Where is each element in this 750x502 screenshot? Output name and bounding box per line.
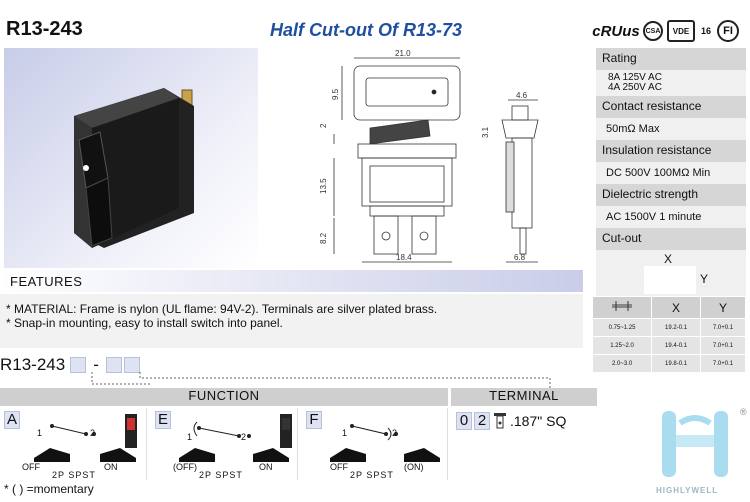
spec-dielectric-value: AC 1500V 1 minute <box>596 206 746 228</box>
pin-number: 1 <box>37 428 43 438</box>
cutout-diagram: X Y <box>596 250 746 304</box>
registered-mark: ® <box>740 407 747 417</box>
table-cell: 7.0+0.1 <box>700 336 746 355</box>
table-header-row: X Y <box>591 296 746 319</box>
switch-schematic-icon <box>179 414 292 462</box>
terminal-code-box-1[interactable] <box>105 357 122 373</box>
highlywell-logo: ® HIGHLYWELL <box>650 405 748 497</box>
panel-thickness-icon <box>591 296 653 319</box>
function-letter: F <box>306 411 322 429</box>
feature-item: * Snap-in mounting, easy to install swit… <box>6 316 283 330</box>
table-cell: 1.25~2.0 <box>591 336 653 355</box>
product-photo <box>4 48 258 268</box>
switch-type: 2P SPST <box>52 470 96 480</box>
terminal-code-digit: 2 <box>474 412 490 430</box>
table-cell: 19.4-0.1 <box>651 336 701 355</box>
function-letter: A <box>4 411 20 429</box>
function-code-box[interactable] <box>70 357 87 373</box>
spec-panel: Rating 8A 125V AC 4A 250V AC Contact res… <box>596 48 746 304</box>
ordering-leader-lines <box>91 372 551 390</box>
ordering-prefix: R13-243 <box>0 355 66 374</box>
pin-number: 2 <box>90 428 96 438</box>
spec-contact-label: Contact resistance <box>596 96 746 118</box>
switch-schematic-icon <box>330 424 440 462</box>
table-cell: 19.2-0.1 <box>651 318 701 337</box>
vde-mark-icon: VDE <box>667 20 695 42</box>
dim-side-three: 3.1 <box>481 126 490 138</box>
function-panel-e: E 1 2 (OFF) ON 2P SPST <box>151 408 298 480</box>
spec-contact-value: 50mΩ Max <box>596 118 746 140</box>
function-panel-f: F 1 2 OFF (ON) 2P SPST <box>302 408 448 480</box>
table-cell: 2.0~3.0 <box>591 354 653 373</box>
cutout-rectangle <box>644 266 696 294</box>
dimension-drawing: 21.0 9.5 2 13.5 8.2 18.4 4.6 3.1 6.8 <box>262 48 592 270</box>
spec-rating-value-1: 8A 125V AC <box>608 72 662 83</box>
ul-mark-icon: cRUus <box>592 22 640 40</box>
dim-terminal-height: 8.2 <box>319 232 328 244</box>
dim-base-width: 18.4 <box>396 253 412 262</box>
table-row: 1.25~2.0 19.4-0.1 7.0+0.1 <box>591 336 746 355</box>
on-momentary-label: (ON) <box>404 462 424 472</box>
table-cell: 19.8-0.1 <box>651 354 701 373</box>
function-heading: FUNCTION <box>0 388 448 406</box>
function-panel-a: A 1 2 OFF ON 2P SPST <box>0 408 147 480</box>
table-cell: 7.0+0.1 <box>700 318 746 337</box>
pin-number: 2 <box>241 432 247 442</box>
model-number: R13-243 <box>6 18 83 40</box>
on-label: ON <box>259 462 273 472</box>
terminal-code-box-2[interactable] <box>123 357 140 373</box>
dim-side-base: 6.8 <box>514 253 526 262</box>
logo-text: HIGHLYWELL <box>656 486 718 495</box>
switch-schematic-icon <box>34 414 137 462</box>
function-letter: E <box>155 411 171 429</box>
spec-rating-label: Rating <box>596 48 746 70</box>
cutout-table: X Y 0.75~1.25 19.2-0.1 7.0+0.1 1.25~2.0 … <box>591 296 746 373</box>
pin-number: 1 <box>187 432 193 442</box>
terminal-code-digit: 0 <box>456 412 472 430</box>
spec-insulation-label: Insulation resistance <box>596 140 746 162</box>
table-header-x: X <box>651 296 701 319</box>
cutout-y-label: Y <box>700 272 709 286</box>
dim-two: 2 <box>319 123 328 128</box>
momentary-note: * ( ) =momentary <box>4 482 94 496</box>
dim-body-height: 13.5 <box>319 178 328 194</box>
spec-cutout-label: Cut-out <box>596 228 746 250</box>
off-label: OFF <box>22 462 40 472</box>
page-subtitle: Half Cut-out Of R13-73 <box>270 20 463 40</box>
table-header-y: Y <box>700 296 746 319</box>
off-momentary-label: (OFF) <box>173 462 197 472</box>
switch-type: 2P SPST <box>350 470 394 480</box>
spec-rating-value-2: 4A 250V AC <box>608 82 662 93</box>
fi-mark-icon: FI <box>717 20 739 42</box>
dim-side-top: 4.6 <box>516 91 528 100</box>
dim-width: 21.0 <box>395 49 411 58</box>
dim-window-height: 9.5 <box>331 88 340 100</box>
table-cell: 0.75~1.25 <box>591 318 653 337</box>
terminal-heading: TERMINAL <box>451 388 597 406</box>
enec-number: 16 <box>700 26 711 36</box>
table-row: 0.75~1.25 19.2-0.1 7.0+0.1 <box>591 318 746 337</box>
quick-connect-terminal-icon <box>494 413 506 429</box>
pin-number: 1 <box>342 428 348 438</box>
off-label: OFF <box>330 462 348 472</box>
feature-item: * MATERIAL: Frame is nylon (UL flame: 94… <box>6 302 438 316</box>
table-cell: 7.0+0.1 <box>700 354 746 373</box>
on-label: ON <box>104 462 118 472</box>
ordering-dash: - <box>93 355 99 374</box>
spec-rating-values: 8A 125V AC 4A 250V AC <box>596 70 746 96</box>
terminal-option: 0 2 .187" SQ <box>456 412 566 430</box>
terminal-description: .187" SQ <box>510 413 567 429</box>
features-list: * MATERIAL: Frame is nylon (UL flame: 94… <box>0 294 583 348</box>
csa-mark-icon: CSA <box>643 21 663 41</box>
table-row: 2.0~3.0 19.8-0.1 7.0+0.1 <box>591 354 746 373</box>
pin-number: 2 <box>392 428 398 438</box>
spec-insulation-value: DC 500V 100MΩ Min <box>596 162 746 184</box>
features-heading: FEATURES <box>0 270 583 292</box>
certification-marks: cRUus CSA VDE 16 FI <box>592 14 745 48</box>
ordering-code: R13-243 - <box>0 354 141 376</box>
cutout-x-label: X <box>664 252 673 266</box>
switch-type: 2P SPST <box>199 470 243 480</box>
spec-dielectric-label: Dielectric strength <box>596 184 746 206</box>
